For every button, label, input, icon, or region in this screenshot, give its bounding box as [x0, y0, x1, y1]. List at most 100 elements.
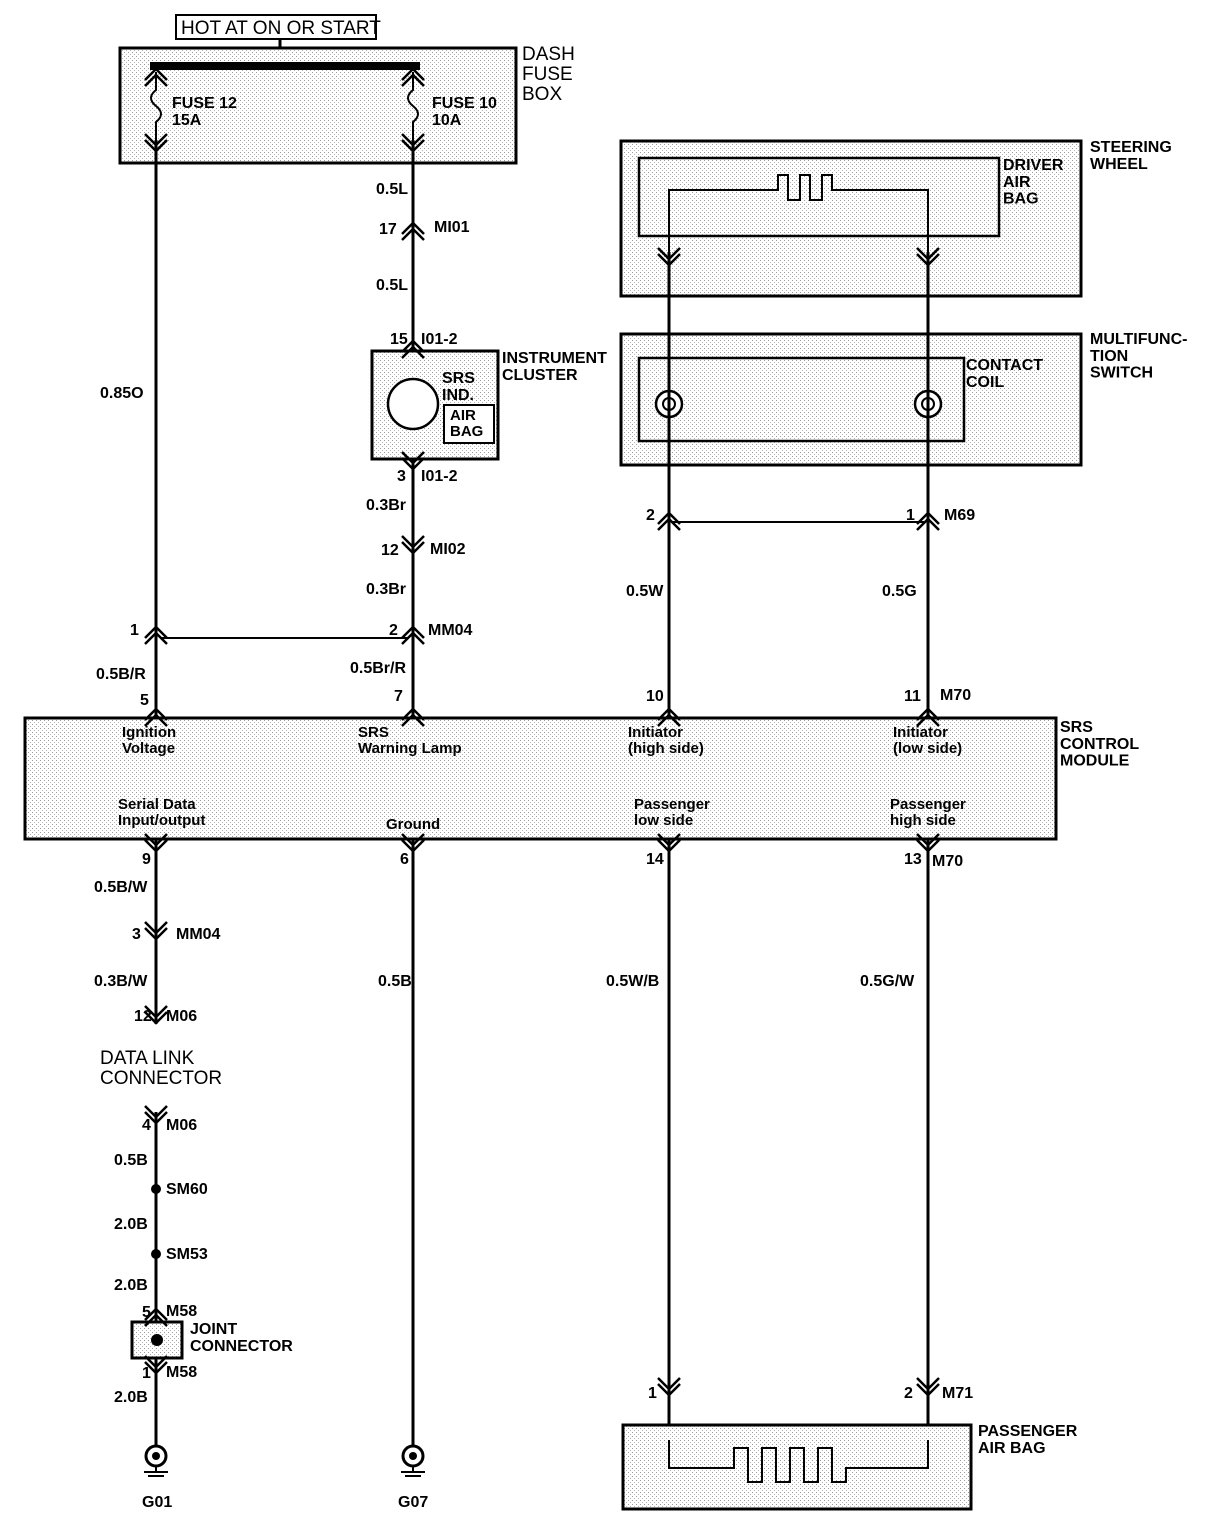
wire-05W-label: 0.5W	[626, 583, 664, 600]
chevron-m06-12	[144, 1005, 168, 1025]
chevron-m71-2	[916, 1377, 940, 1397]
pin-5b: 5	[142, 1304, 151, 1321]
wire-05L-label-b: 0.5L	[376, 277, 408, 294]
fuse-12-symbol	[150, 72, 162, 140]
chevron-fuse12-top	[144, 67, 168, 87]
connector-m58-a: M58	[166, 1303, 197, 1320]
wire-20B-label-a: 2.0B	[114, 1216, 148, 1233]
connector-mi01: MI01	[434, 219, 470, 236]
driver-air-bag-box	[637, 156, 1001, 238]
chevron-fuse12-bot	[144, 133, 168, 153]
chevron-m71-1	[657, 1377, 681, 1397]
ground-g01-label: G01	[142, 1494, 172, 1511]
connector-mi02: MI02	[430, 541, 466, 558]
contact-coil-box	[637, 356, 966, 443]
pin-2c: 2	[904, 1385, 913, 1402]
chevron-pin5	[144, 707, 168, 727]
chevron-mi02	[401, 535, 425, 555]
wire-03Br-label-a: 0.3Br	[366, 497, 406, 514]
connector-m70-bot: M70	[932, 853, 963, 870]
header-box	[175, 14, 377, 40]
wire-085O-label: 0.85O	[100, 385, 144, 402]
chevron-m58-1	[144, 1355, 168, 1375]
terminal-initiator-high: Initiator(high side)	[628, 724, 704, 757]
chevron-mm04-3	[144, 921, 168, 941]
pin-6: 6	[400, 851, 409, 868]
multifunction-switch	[619, 332, 1083, 467]
chevron-m69-1	[916, 511, 940, 531]
wire-20B-label-b: 2.0B	[114, 1277, 148, 1294]
connector-sm53: SM53	[166, 1246, 208, 1263]
srs-indicator-lamp	[386, 377, 440, 431]
connector-mm04-a: MM04	[428, 622, 473, 639]
connector-m71: M71	[942, 1385, 973, 1402]
wire-05BrR-label: 0.5Br/R	[350, 660, 406, 677]
wire-05B-dlc-label: 0.5B	[114, 1152, 148, 1169]
chevron-pin11	[916, 707, 940, 727]
pin-1c: 1	[142, 1365, 151, 1382]
pin-12b: 12	[134, 1008, 152, 1025]
chevron-pin9	[144, 833, 168, 853]
connector-m06-b: M06	[166, 1117, 197, 1134]
wire-03Br-label-b: 0.3Br	[366, 581, 406, 598]
srs-control-module	[23, 716, 1058, 841]
connector-m69: M69	[944, 507, 975, 524]
splice-sm53	[151, 1249, 161, 1259]
pin-7: 7	[394, 688, 403, 705]
pin-2b: 2	[646, 507, 655, 524]
chevron-i01-2-top	[401, 339, 425, 359]
chevron-mm04-2	[401, 625, 425, 645]
wire-20B-label-c: 2.0B	[114, 1389, 148, 1406]
pin-11: 11	[904, 688, 921, 705]
connector-i01-2-top: I01-2	[421, 331, 458, 348]
driver-air-bag-element	[668, 174, 929, 252]
terminal-initiator-low: Initiator(low side)	[893, 724, 962, 757]
pin-1d: 1	[648, 1385, 657, 1402]
wire-05L-label-a: 0.5L	[376, 181, 408, 198]
pin-5: 5	[140, 692, 149, 709]
pin-9: 9	[142, 851, 151, 868]
chevron-pin10	[657, 707, 681, 727]
chevron-pin14	[657, 833, 681, 853]
chevron-m58-5	[144, 1307, 168, 1327]
chevron-fuse10-top	[401, 67, 425, 87]
pin-12a: 12	[381, 542, 399, 559]
wire-05GW-label: 0.5G/W	[860, 973, 915, 990]
pin-15: 15	[390, 331, 408, 348]
ground-g01-symbol	[144, 1444, 168, 1477]
connector-chevrons	[144, 67, 940, 1397]
header-label: HOT AT ON OR START	[181, 18, 381, 39]
pin-2a: 2	[389, 622, 398, 639]
ground-g07-label: G07	[398, 1494, 428, 1511]
chevron-driver-right	[916, 247, 940, 267]
passenger-air-bag-element	[668, 1440, 929, 1483]
connector-mm04-b: MM04	[176, 926, 221, 943]
splice-sm60	[151, 1184, 161, 1194]
fuse-10-symbol	[407, 72, 419, 140]
joint-connector	[130, 1320, 184, 1360]
pin-3b: 3	[132, 926, 141, 943]
connector-m58-b: M58	[166, 1364, 197, 1381]
pin-3: 3	[397, 468, 406, 485]
pin-1a: 1	[130, 622, 139, 639]
connector-m70-top: M70	[940, 687, 971, 704]
wire-05WB-label: 0.5W/B	[606, 973, 659, 990]
wire-03BW-label: 0.3B/W	[94, 973, 148, 990]
chevron-i01-2-bot	[401, 451, 425, 471]
chevron-pin13	[916, 833, 940, 853]
